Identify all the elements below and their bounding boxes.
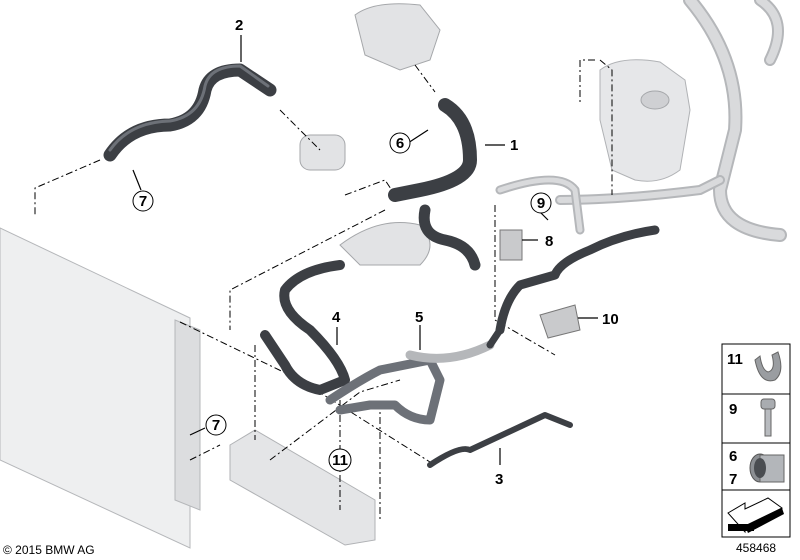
hose-clip-icon bbox=[754, 351, 782, 382]
label-8: 8 bbox=[545, 233, 553, 250]
diagram-number: 458468 bbox=[736, 541, 776, 555]
hose-1 bbox=[388, 98, 481, 271]
hose-3 bbox=[427, 412, 573, 468]
label-2: 2 bbox=[235, 17, 243, 34]
expansion-tank bbox=[599, 59, 691, 182]
label-5: 5 bbox=[415, 309, 423, 326]
hose-5 bbox=[325, 340, 495, 425]
circled-label-7-left: 7 bbox=[205, 414, 227, 436]
hose-8-10 bbox=[486, 225, 660, 349]
arrow-icon bbox=[727, 497, 784, 534]
circled-label-7-top: 7 bbox=[132, 190, 154, 212]
screw-icon bbox=[760, 398, 776, 410]
label-3: 3 bbox=[495, 471, 503, 488]
connector-sleeve-icon bbox=[749, 453, 785, 483]
svg-text:7: 7 bbox=[212, 417, 220, 434]
circled-label-6: 6 bbox=[389, 132, 411, 154]
legend-label-6: 6 bbox=[729, 448, 737, 465]
circled-label-9: 9 bbox=[530, 192, 552, 214]
leaders bbox=[132, 35, 598, 465]
background-pipes bbox=[495, 0, 787, 242]
dash-lines bbox=[34, 59, 613, 520]
svg-text:11: 11 bbox=[332, 452, 348, 469]
svg-text:7: 7 bbox=[139, 193, 147, 210]
bracket-10 bbox=[539, 304, 581, 339]
svg-text:6: 6 bbox=[396, 135, 404, 152]
label-10: 10 bbox=[602, 311, 619, 328]
hose-2 bbox=[103, 63, 277, 162]
bracket-8 bbox=[499, 229, 523, 261]
circled-label-11: 11 bbox=[328, 448, 352, 472]
copyright: © 2015 BMW AG bbox=[3, 543, 95, 557]
label-1: 1 bbox=[510, 137, 518, 154]
radiator bbox=[0, 227, 376, 549]
svg-text:9: 9 bbox=[537, 195, 545, 212]
legend-label-11: 11 bbox=[727, 351, 743, 368]
legend-box: 11 9 6 7 bbox=[721, 343, 791, 538]
coolant-pump bbox=[299, 3, 441, 266]
label-4: 4 bbox=[332, 309, 341, 326]
legend-label-9: 9 bbox=[729, 401, 737, 418]
legend-label-7: 7 bbox=[729, 471, 737, 488]
hose-4 bbox=[260, 260, 350, 395]
